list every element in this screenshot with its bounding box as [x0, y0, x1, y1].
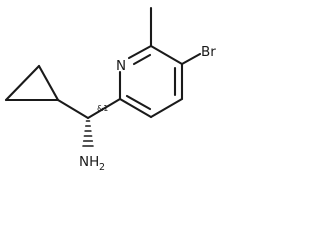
bond-cyclopropyl-1 — [37, 64, 60, 102]
hashed-wedge-bond — [82, 120, 94, 147]
bond-cyclopropyl-2 — [4, 64, 41, 102]
bond-c2-c3 — [149, 44, 184, 66]
bond-c5-c6 — [118, 97, 153, 119]
molecule-structure: N Br NH 2 &1 — [4, 6, 216, 173]
atom-label-amine: NH — [79, 154, 99, 170]
bond-stereocenter-cyclopropyl — [56, 98, 90, 120]
bond-c3-br — [180, 52, 202, 66]
bond-n1-c2 — [127, 44, 153, 60]
bond-c4-c5 — [149, 97, 184, 119]
atom-label-nitrogen: N — [116, 58, 126, 74]
bond-n1-c2-double — [132, 53, 152, 66]
atom-label-amine-subscript: 2 — [99, 162, 105, 173]
stereo-marker-label: &1 — [97, 104, 108, 113]
bond-c5-c6-double — [125, 94, 152, 111]
bond-c6-stereocenter — [86, 97, 122, 120]
atom-label-bromine: Br — [201, 44, 216, 60]
